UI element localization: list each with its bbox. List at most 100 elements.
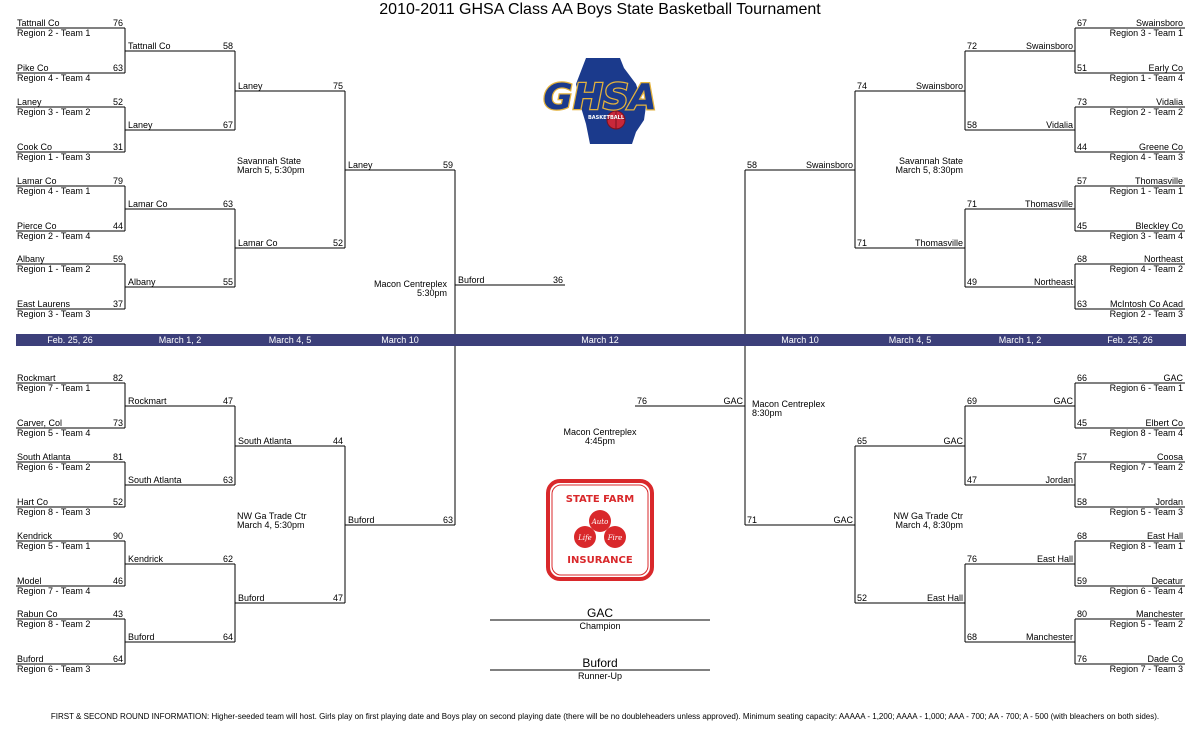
venue-label: March 5, 5:30pm: [237, 165, 305, 175]
team-score: 51: [1077, 63, 1088, 73]
date-label-l1: Feb. 25, 26: [47, 335, 93, 345]
team-score: 73: [1077, 97, 1088, 107]
team-score: 58: [747, 160, 758, 170]
team-name: GAC: [723, 396, 743, 406]
date-label-r2: March 1, 2: [998, 335, 1042, 345]
team-name: Albany: [17, 254, 45, 264]
team-name: East Hall: [1146, 531, 1183, 541]
team-seed: Region 2 - Team 2: [1109, 107, 1183, 117]
team-name: Lamar Co: [17, 176, 57, 186]
team-seed: Region 7 - Team 4: [17, 586, 91, 596]
team-score: 43: [112, 609, 123, 619]
team-seed: Region 2 - Team 4: [17, 231, 91, 241]
team-name: GAC: [1053, 396, 1073, 406]
team-name: South Atlanta: [238, 436, 292, 446]
team-score: 44: [1077, 142, 1088, 152]
team-score: 52: [112, 497, 123, 507]
team-score: 59: [112, 254, 123, 264]
team-seed: Region 3 - Team 1: [1109, 28, 1183, 38]
sf-fire-text: Fire: [607, 534, 623, 542]
footer-note: FIRST & SECOND ROUND INFORMATION: Higher…: [50, 712, 1160, 721]
team-name: Dade Co: [1147, 654, 1183, 664]
venue-label: Macon Centreplex: [563, 427, 637, 437]
team-score: 63: [1077, 299, 1088, 309]
team-name: Vidalia: [1046, 120, 1073, 130]
team-name: Laney: [238, 81, 263, 91]
team-score: 81: [112, 452, 123, 462]
team-name: Decatur: [1151, 576, 1183, 586]
team-name: Northeast: [1033, 277, 1073, 287]
team-name: East Laurens: [17, 299, 71, 309]
venue-label: 8:30pm: [752, 408, 783, 418]
team-name: Jordan: [1155, 497, 1183, 507]
team-name: McIntosh Co Acad: [1109, 299, 1183, 309]
team-name: Rockmart: [128, 396, 167, 406]
team-score: 58: [1077, 497, 1088, 507]
team-seed: Region 5 - Team 4: [17, 428, 91, 438]
team-score: 57: [1077, 176, 1088, 186]
team-score: 67: [1077, 18, 1088, 28]
team-name: Pike Co: [17, 63, 49, 73]
team-name: Model: [17, 576, 42, 586]
runner_up-name: Buford: [582, 656, 618, 670]
team-score: 76: [967, 554, 978, 564]
team-name: GAC: [943, 436, 963, 446]
venue-label: 4:45pm: [584, 436, 616, 446]
venue-label: Macon Centreplex: [752, 399, 826, 409]
venue-label: March 5, 8:30pm: [895, 165, 963, 175]
team-seed: Region 1 - Team 1: [1109, 186, 1183, 196]
team-name: Rabun Co: [17, 609, 58, 619]
team-score: 66: [1077, 373, 1088, 383]
team-name: Swainsboro: [915, 81, 963, 91]
team-name: Laney: [348, 160, 373, 170]
team-name: Northeast: [1143, 254, 1183, 264]
page-title: 2010-2011 GHSA Class AA Boys State Baske…: [379, 1, 821, 18]
team-score: 74: [857, 81, 868, 91]
team-score: 59: [442, 160, 453, 170]
team-name: Swainsboro: [805, 160, 853, 170]
team-score: 62: [222, 554, 233, 564]
team-seed: Region 6 - Team 3: [17, 664, 91, 674]
team-score: 59: [1077, 576, 1088, 586]
venue-label: March 4, 8:30pm: [895, 520, 963, 530]
team-score: 31: [112, 142, 123, 152]
team-name: Thomasville: [1024, 199, 1073, 209]
ghsa-logo: GHSA BASKETBALL: [542, 58, 658, 144]
champion-label: Champion: [579, 621, 621, 631]
team-score: 47: [967, 475, 978, 485]
date-label-r4: March 10: [781, 335, 819, 345]
team-seed: Region 4 - Team 4: [17, 73, 91, 83]
team-name: Coosa: [1156, 452, 1183, 462]
team-score: 44: [332, 436, 343, 446]
team-score: 64: [112, 654, 123, 664]
state-farm-logo: STATE FARM Auto Life Fire INSURANCE: [546, 479, 654, 581]
team-score: 65: [857, 436, 868, 446]
team-score: 58: [222, 41, 233, 51]
team-name: Lamar Co: [128, 199, 168, 209]
team-seed: Region 5 - Team 3: [1109, 507, 1183, 517]
team-score: 76: [637, 396, 648, 406]
team-score: 76: [1077, 654, 1088, 664]
team-score: 58: [967, 120, 978, 130]
team-seed: Region 7 - Team 1: [17, 383, 91, 393]
venue-label: Macon Centreplex: [373, 279, 447, 289]
sf-auto-text: Auto: [591, 518, 609, 526]
team-seed: Region 4 - Team 3: [1109, 152, 1183, 162]
team-score: 52: [332, 238, 343, 248]
team-score: 71: [857, 238, 868, 248]
team-name: Laney: [17, 97, 42, 107]
team-name: Albany: [128, 277, 156, 287]
team-score: 45: [1077, 221, 1088, 231]
team-score: 37: [112, 299, 123, 309]
team-name: GAC: [833, 515, 853, 525]
team-name: Early Co: [1148, 63, 1183, 73]
team-score: 82: [112, 373, 123, 383]
ghsa-wordmark: GHSA: [543, 77, 656, 118]
team-name: Carver, Col: [17, 418, 63, 428]
sf-bottom-text: INSURANCE: [567, 555, 633, 566]
team-seed: Region 8 - Team 4: [1109, 428, 1183, 438]
team-name: Jordan: [1045, 475, 1073, 485]
team-seed: Region 8 - Team 1: [1109, 541, 1183, 551]
team-name: Greene Co: [1138, 142, 1183, 152]
team-score: 71: [967, 199, 978, 209]
